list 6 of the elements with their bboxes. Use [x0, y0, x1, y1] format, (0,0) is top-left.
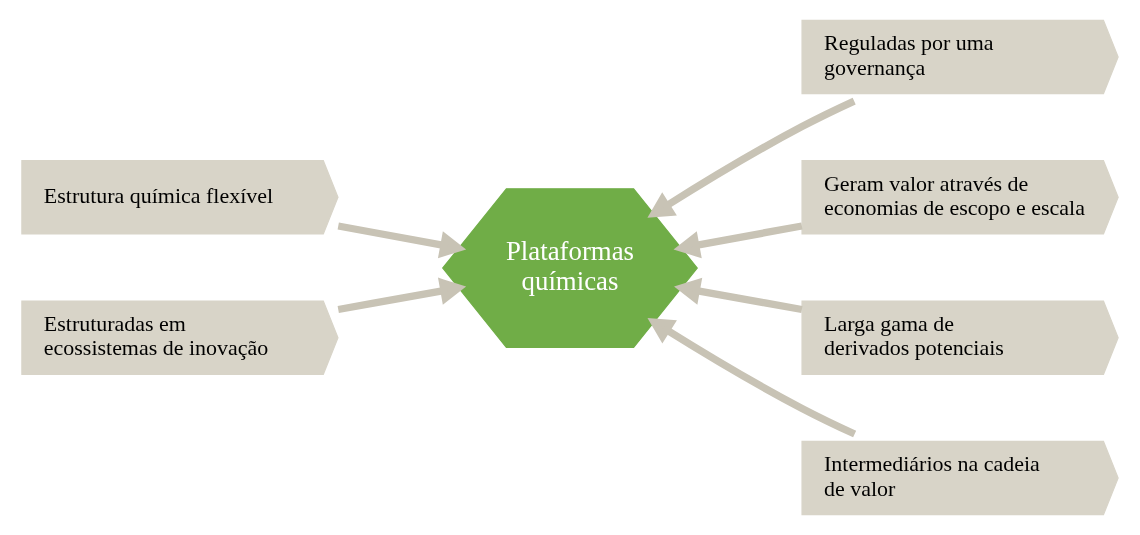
- arrow: [337, 277, 467, 314]
- arrow: [337, 222, 467, 259]
- arrow: [674, 277, 803, 314]
- arrow: [647, 97, 856, 218]
- arrow: [647, 317, 857, 438]
- arrow: [673, 222, 803, 259]
